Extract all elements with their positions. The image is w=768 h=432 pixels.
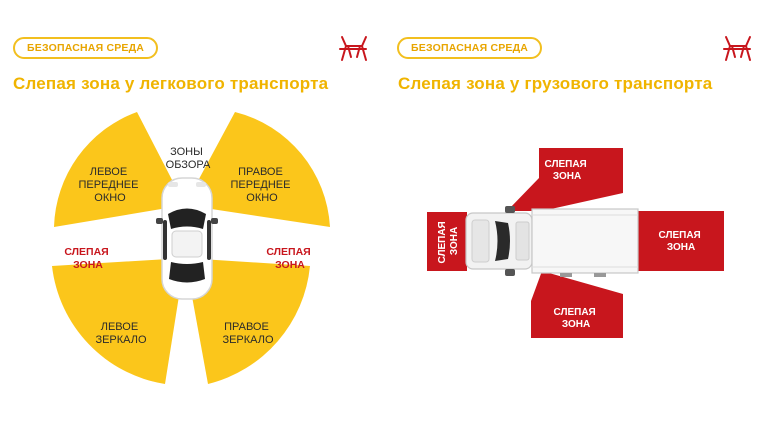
right-front-window-label: ПРАВОЕ ПЕРЕДНЕЕ ОКНО [230,166,293,204]
left-mirror-label: ЛЕВОЕ ЗЕРКАЛО [95,321,147,346]
blind-zone-top [507,148,623,211]
right-front-window-zone [185,112,330,227]
blind-zone-front-label: СЛЕПАЯ ЗОНА [437,218,460,263]
blind-zone-bottom [531,271,623,338]
car-blind-zone-diagram: ЗОНЫ ОБЗОРА ЛЕВОЕ ПЕРЕДНЕЕ ОКНО ПРАВОЕ П… [52,112,330,384]
page-title: Слепая зона у легкового транспорта [13,74,329,93]
car-top-view-icon [156,177,218,300]
blind-zone-rear [638,211,724,271]
blind-zone-front [427,212,467,271]
safe-environment-badge: БЕЗОПАСНАЯ СРЕДА [13,37,159,59]
left-mirror-zone [52,258,185,384]
chair-logo-icon [339,36,367,61]
page-title: Слепая зона у грузового транспорта [398,74,713,93]
chair-logo-icon [723,36,751,61]
left-front-window-zone [54,112,185,227]
blind-zone-bottom-label: СЛЕПАЯ ЗОНА [553,307,598,330]
truck-blind-zone-diagram: СЛЕПАЯ ЗОНА СЛЕПАЯ ЗОНА СЛЕПАЯ ЗОНА СЛЕП… [427,148,724,338]
right-mirror-zone [185,258,310,384]
blind-zone-top-label: СЛЕПАЯ ЗОНА [544,159,589,182]
blind-zone-rear-label: СЛЕПАЯ ЗОНА [658,230,703,253]
blind-zone-right-label: СЛЕПАЯ ЗОНА [266,246,313,271]
left-front-window-label: ЛЕВОЕ ПЕРЕДНЕЕ ОКНО [78,166,141,204]
safe-environment-badge: БЕЗОПАСНАЯ СРЕДА [397,37,543,59]
truck-top-view-icon [465,206,639,277]
right-mirror-label: ПРАВОЕ ЗЕРКАЛО [222,321,274,346]
review-zones-label: ЗОНЫ ОБЗОРА [166,146,211,171]
blind-zone-left-label: СЛЕПАЯ ЗОНА [64,246,111,271]
passenger-car-panel: БЕЗОПАСНАЯ СРЕДА Слепая зона у легкового… [13,36,367,384]
truck-panel: БЕЗОПАСНАЯ СРЕДА Слепая зона у грузового… [384,0,768,432]
